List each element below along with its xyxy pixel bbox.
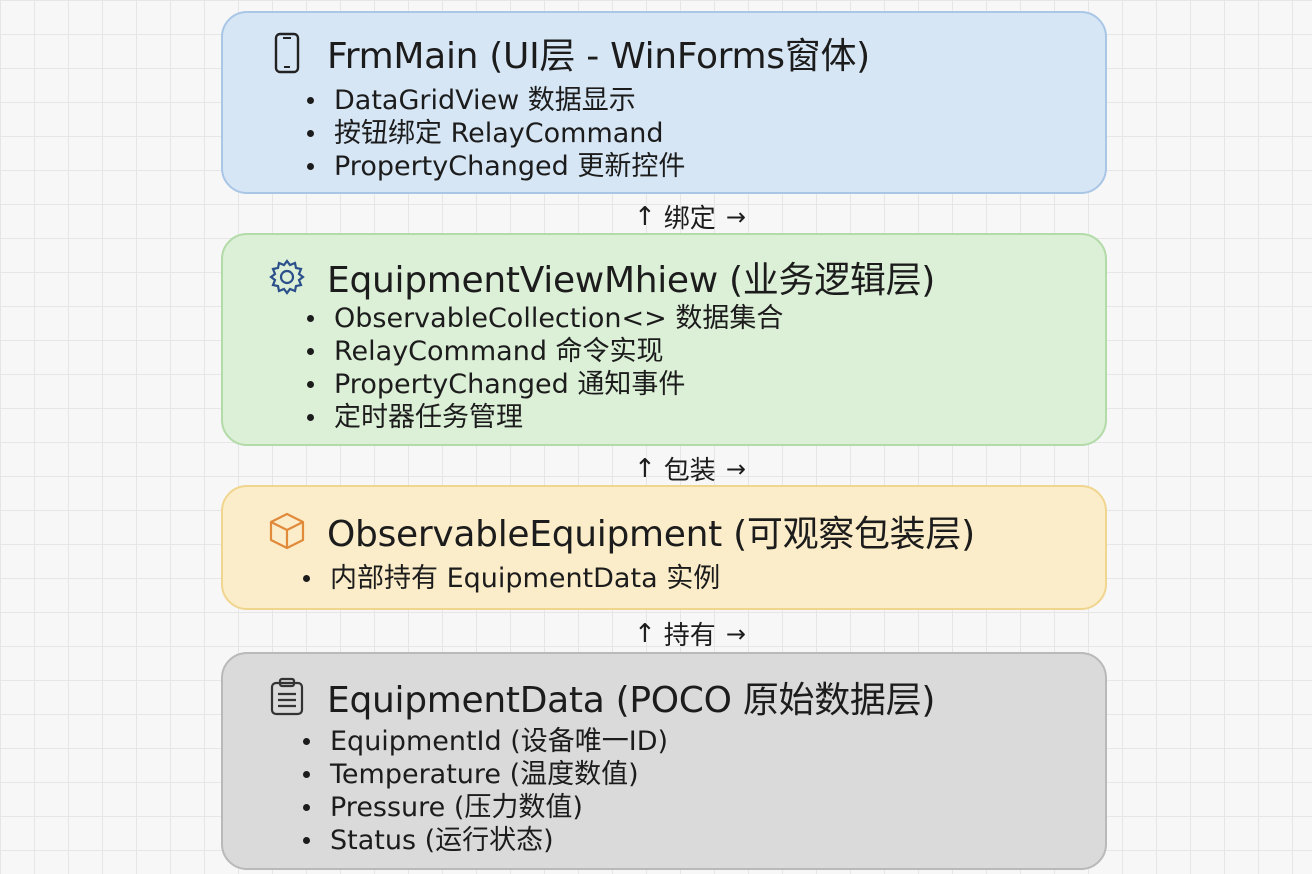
list-item-text: PropertyChanged 更新控件 xyxy=(334,151,686,182)
connector-holding: ↑ 持有 → xyxy=(634,615,746,652)
bullet-dot xyxy=(307,414,314,421)
bullet-dot xyxy=(303,804,310,811)
wrapper-layer-header: ObservableEquipment (可观察包装层) xyxy=(267,505,975,557)
wrapper-layer-title: ObservableEquipment (可观察包装层) xyxy=(327,514,975,555)
list-item: Status (运行状态) xyxy=(303,824,668,857)
list-item-text: EquipmentId (设备唯一ID) xyxy=(330,726,669,757)
list-item: EquipmentId (设备唯一ID) xyxy=(303,725,668,758)
viewmodel-layer-box: EquipmentViewMhiew (业务逻辑层) ObservableCol… xyxy=(221,233,1107,446)
list-item: PropertyChanged 更新控件 xyxy=(307,150,685,183)
list-item-text: Pressure (压力数值) xyxy=(330,792,583,823)
viewmodel-layer-header: EquipmentViewMhiew (业务逻辑层) xyxy=(267,251,935,303)
list-item: ObservableCollection<> 数据集合 xyxy=(307,302,783,335)
list-item-text: 定时器任务管理 xyxy=(334,402,523,433)
list-item-text: PropertyChanged 通知事件 xyxy=(334,369,686,400)
bullet-dot xyxy=(303,738,310,745)
bullet-dot xyxy=(307,97,314,104)
list-item: 内部持有 EquipmentData 实例 xyxy=(303,562,720,595)
bullet-dot xyxy=(303,771,310,778)
list-item-text: DataGridView 数据显示 xyxy=(334,85,636,116)
list-item: RelayCommand 命令实现 xyxy=(307,335,783,368)
ui-layer-box: FrmMain (UI层 - WinForms窗体) DataGridView … xyxy=(221,11,1107,194)
list-item-text: RelayCommand 命令实现 xyxy=(334,336,664,367)
wrapper-layer-box: ObservableEquipment (可观察包装层) 内部持有 Equipm… xyxy=(221,485,1107,610)
gear-icon xyxy=(267,257,307,297)
list-item: DataGridView 数据显示 xyxy=(307,84,685,117)
arrow-up-icon: ↑ xyxy=(634,201,656,232)
connector-binding: ↑ 绑定 → xyxy=(634,198,746,235)
list-item-text: 内部持有 EquipmentData 实例 xyxy=(330,563,721,594)
connector-wrapping: ↑ 包装 → xyxy=(634,450,746,487)
connector-label: 包装 xyxy=(663,456,716,486)
bullet-dot xyxy=(303,575,310,582)
ui-layer-title: FrmMain (UI层 - WinForms窗体) xyxy=(327,36,870,77)
box-icon xyxy=(267,511,307,551)
mobile-phone-icon xyxy=(267,32,307,74)
bullet-dot xyxy=(307,130,314,137)
bullet-dot xyxy=(307,381,314,388)
list-item-text: 按钮绑定 RelayCommand xyxy=(334,118,664,149)
list-item: PropertyChanged 通知事件 xyxy=(307,368,783,401)
connector-label: 持有 xyxy=(663,621,716,651)
bullet-dot xyxy=(307,348,314,355)
arrow-right-icon: → xyxy=(725,619,746,648)
list-item-text: Status (运行状态) xyxy=(330,825,554,856)
list-item: Pressure (压力数值) xyxy=(303,791,668,824)
ui-layer-items: DataGridView 数据显示 按钮绑定 RelayCommand Prop… xyxy=(307,84,685,183)
list-item: 按钮绑定 RelayCommand xyxy=(307,117,685,150)
bullet-dot xyxy=(307,163,314,170)
data-layer-header: EquipmentData (POCO 原始数据层) xyxy=(267,671,935,723)
arrow-up-icon: ↑ xyxy=(634,618,656,649)
connector-label: 绑定 xyxy=(663,204,716,234)
data-layer-items: EquipmentId (设备唯一ID) Temperature (温度数值) … xyxy=(303,725,668,857)
viewmodel-layer-items: ObservableCollection<> 数据集合 RelayCommand… xyxy=(307,302,783,434)
wrapper-layer-items: 内部持有 EquipmentData 实例 xyxy=(303,562,720,595)
viewmodel-layer-title: EquipmentViewMhiew (业务逻辑层) xyxy=(327,260,936,301)
list-item-text: Temperature (温度数值) xyxy=(330,759,639,790)
arrow-right-icon: → xyxy=(725,202,746,231)
list-item: 定时器任务管理 xyxy=(307,401,783,434)
clipboard-icon xyxy=(267,677,307,717)
bullet-dot xyxy=(303,837,310,844)
list-item: Temperature (温度数值) xyxy=(303,758,668,791)
arrow-right-icon: → xyxy=(725,454,746,483)
data-layer-title: EquipmentData (POCO 原始数据层) xyxy=(327,680,936,721)
ui-layer-header: FrmMain (UI层 - WinForms窗体) xyxy=(267,27,870,79)
bullet-dot xyxy=(307,315,314,322)
list-item-text: ObservableCollection<> 数据集合 xyxy=(334,303,784,334)
data-layer-box: EquipmentData (POCO 原始数据层) EquipmentId (… xyxy=(221,652,1107,870)
arrow-up-icon: ↑ xyxy=(634,453,656,484)
